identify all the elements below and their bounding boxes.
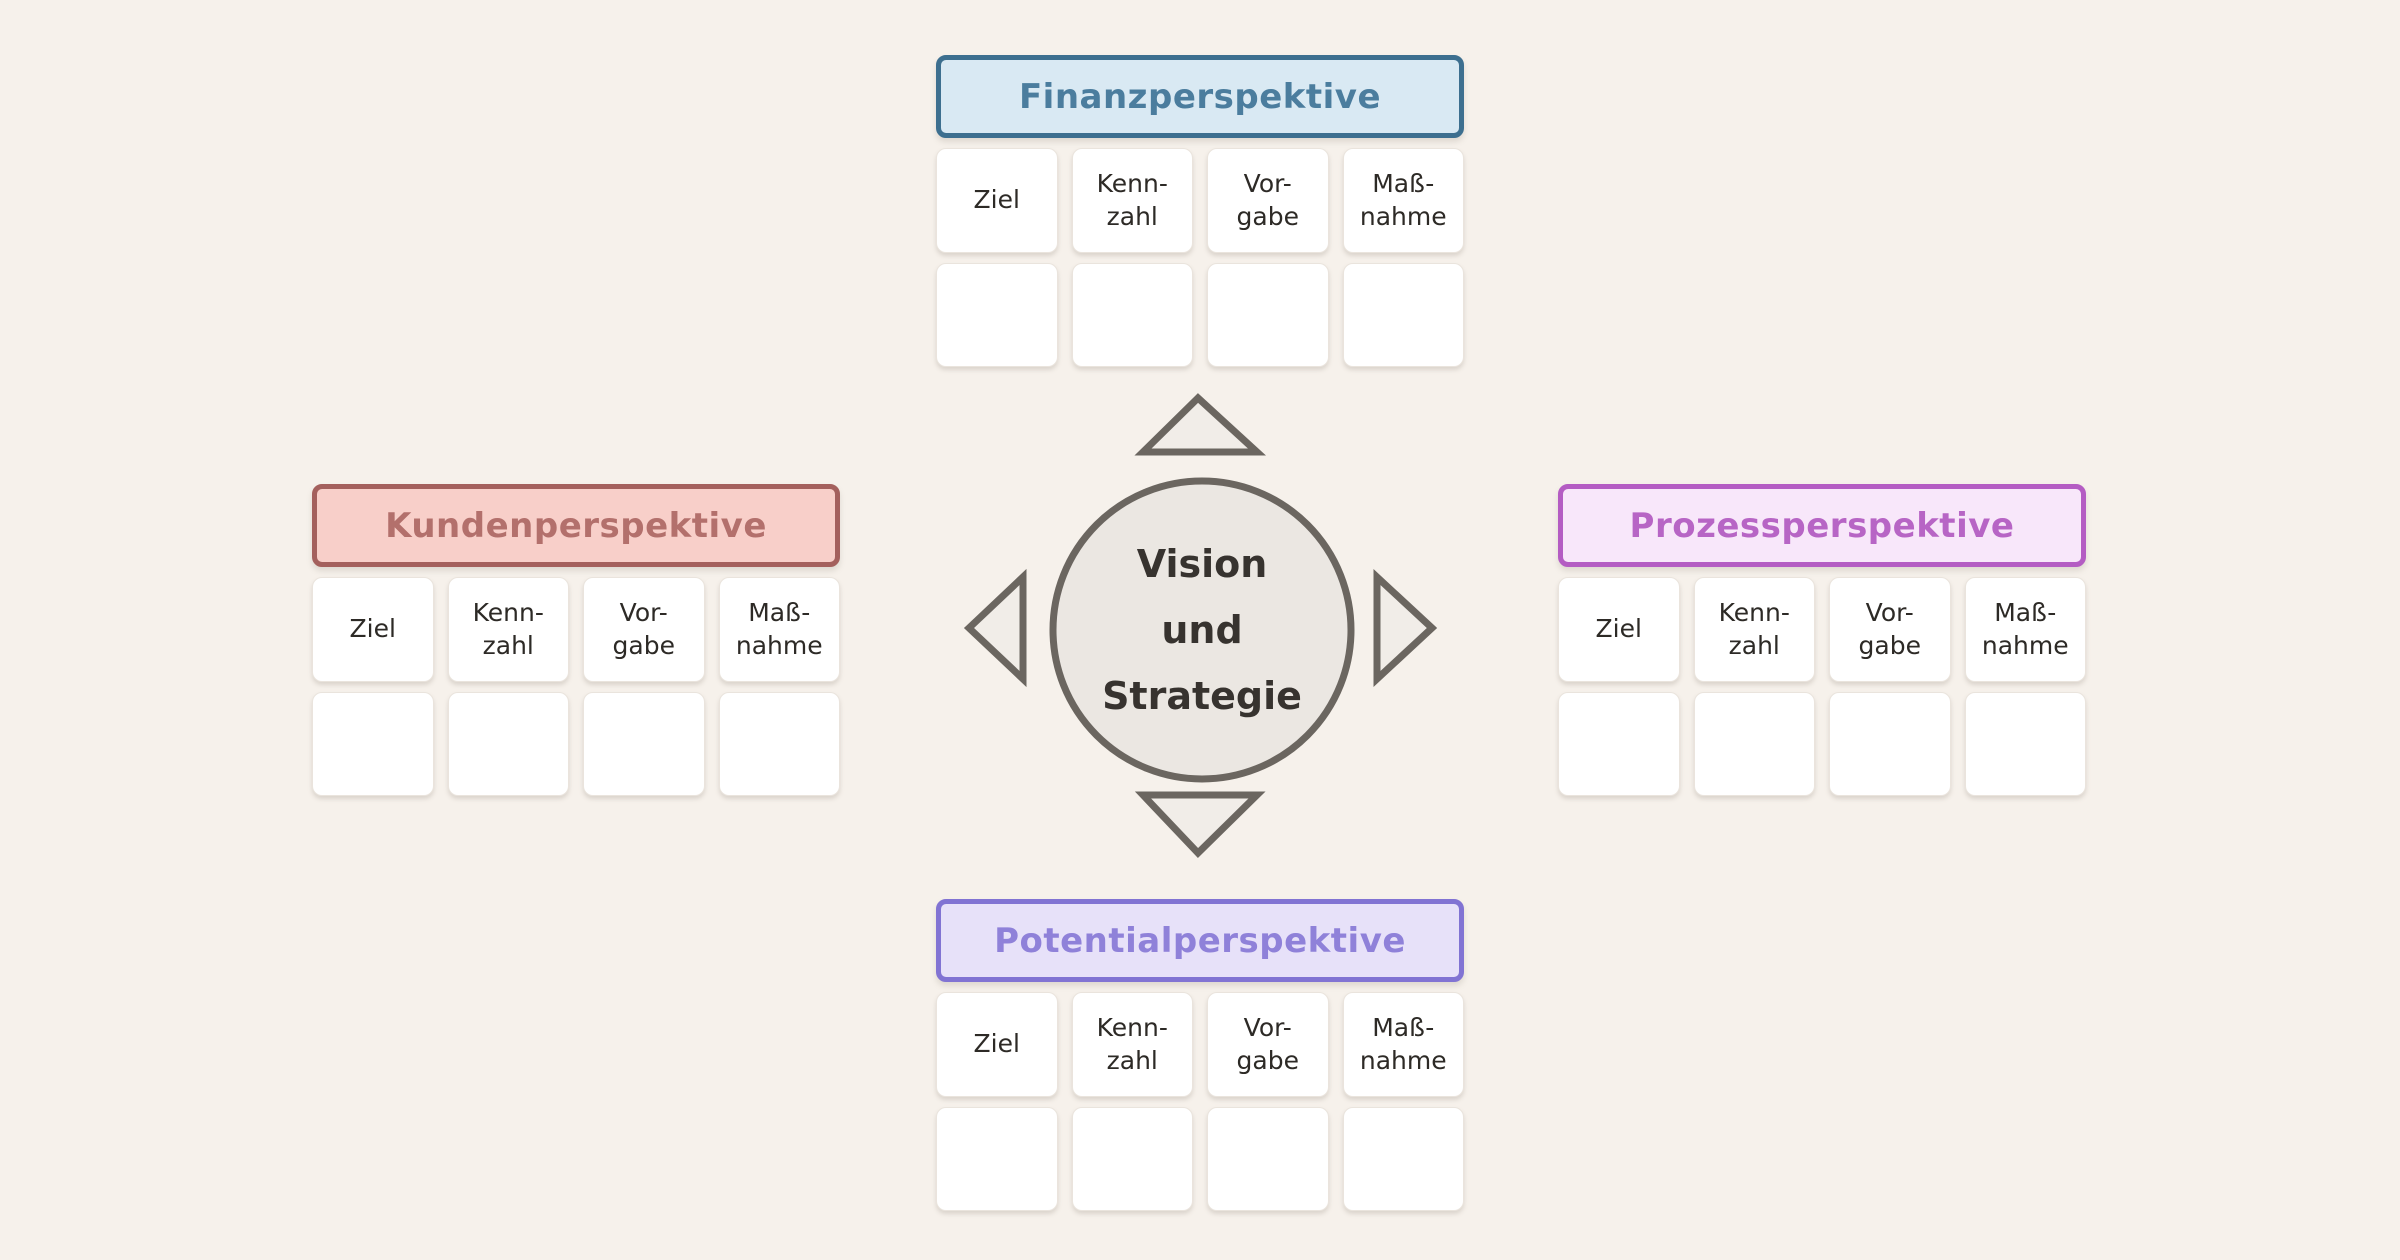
arrow-up-icon xyxy=(1134,393,1267,456)
empty-cell xyxy=(447,692,569,796)
perspective-finanz-title: Finanzperspektive xyxy=(1018,76,1382,117)
perspective-prozess: Prozessperspektive Ziel Kenn- zahl Vor- … xyxy=(1558,484,2086,796)
vision-strategy-graphic xyxy=(963,393,1438,858)
column-header-ziel: Ziel xyxy=(312,577,434,682)
perspective-prozess-title: Prozessperspektive xyxy=(1629,505,2015,546)
perspective-prozess-header: Prozessperspektive xyxy=(1558,484,2086,567)
column-header-vorgabe: Vor- gabe xyxy=(1207,148,1329,253)
arrow-right-icon xyxy=(1373,568,1438,688)
empty-cell xyxy=(1071,1107,1193,1211)
vision-circle xyxy=(1049,477,1355,783)
empty-cell xyxy=(312,692,434,796)
perspective-potential-title: Potentialperspektive xyxy=(994,920,1406,961)
empty-cell xyxy=(1693,692,1815,796)
column-header-vorgabe: Vor- gabe xyxy=(1829,577,1951,682)
column-header-ziel: Ziel xyxy=(1558,577,1680,682)
empty-cell xyxy=(936,1107,1058,1211)
empty-cell xyxy=(1207,263,1329,367)
perspective-finanz-header: Finanzperspektive xyxy=(936,55,1464,138)
column-header-massnahme: Maß- nahme xyxy=(1342,148,1464,253)
perspective-potential: Potentialperspektive Ziel Kenn- zahl Vor… xyxy=(936,899,1464,1211)
perspective-kunden-grid: Ziel Kenn- zahl Vor- gabe Maß- nahme xyxy=(312,577,840,796)
column-header-kennzahl: Kenn- zahl xyxy=(1071,148,1193,253)
column-header-massnahme: Maß- nahme xyxy=(1964,577,2086,682)
perspective-prozess-grid: Ziel Kenn- zahl Vor- gabe Maß- nahme xyxy=(1558,577,2086,796)
perspective-kunden-title: Kundenperspektive xyxy=(385,505,767,546)
empty-cell xyxy=(1829,692,1951,796)
vision-label: Vision und Strategie xyxy=(1052,531,1352,729)
perspective-kunden: Kundenperspektive Ziel Kenn- zahl Vor- g… xyxy=(312,484,840,796)
column-header-massnahme: Maß- nahme xyxy=(1342,992,1464,1097)
vision-label-line2: und xyxy=(1161,608,1243,652)
column-header-ziel: Ziel xyxy=(936,148,1058,253)
vision-label-line3: Strategie xyxy=(1102,674,1302,718)
column-header-ziel: Ziel xyxy=(936,992,1058,1097)
column-header-vorgabe: Vor- gabe xyxy=(583,577,705,682)
empty-cell xyxy=(583,692,705,796)
column-header-massnahme: Maß- nahme xyxy=(718,577,840,682)
vision-label-line1: Vision xyxy=(1136,542,1268,586)
empty-cell xyxy=(1558,692,1680,796)
column-header-kennzahl: Kenn- zahl xyxy=(1693,577,1815,682)
empty-cell xyxy=(1207,1107,1329,1211)
perspective-kunden-header: Kundenperspektive xyxy=(312,484,840,567)
perspective-finanz: Finanzperspektive Ziel Kenn- zahl Vor- g… xyxy=(936,55,1464,367)
empty-cell xyxy=(1964,692,2086,796)
empty-cell xyxy=(1342,263,1464,367)
empty-cell xyxy=(718,692,840,796)
perspective-finanz-grid: Ziel Kenn- zahl Vor- gabe Maß- nahme xyxy=(936,148,1464,367)
column-header-kennzahl: Kenn- zahl xyxy=(447,577,569,682)
empty-cell xyxy=(1342,1107,1464,1211)
empty-cell xyxy=(1071,263,1193,367)
empty-cell xyxy=(936,263,1058,367)
perspective-potential-header: Potentialperspektive xyxy=(936,899,1464,982)
column-header-kennzahl: Kenn- zahl xyxy=(1071,992,1193,1097)
arrow-down-icon xyxy=(1134,791,1266,858)
arrow-left-icon xyxy=(963,568,1027,688)
column-header-vorgabe: Vor- gabe xyxy=(1207,992,1329,1097)
perspective-potential-grid: Ziel Kenn- zahl Vor- gabe Maß- nahme xyxy=(936,992,1464,1211)
